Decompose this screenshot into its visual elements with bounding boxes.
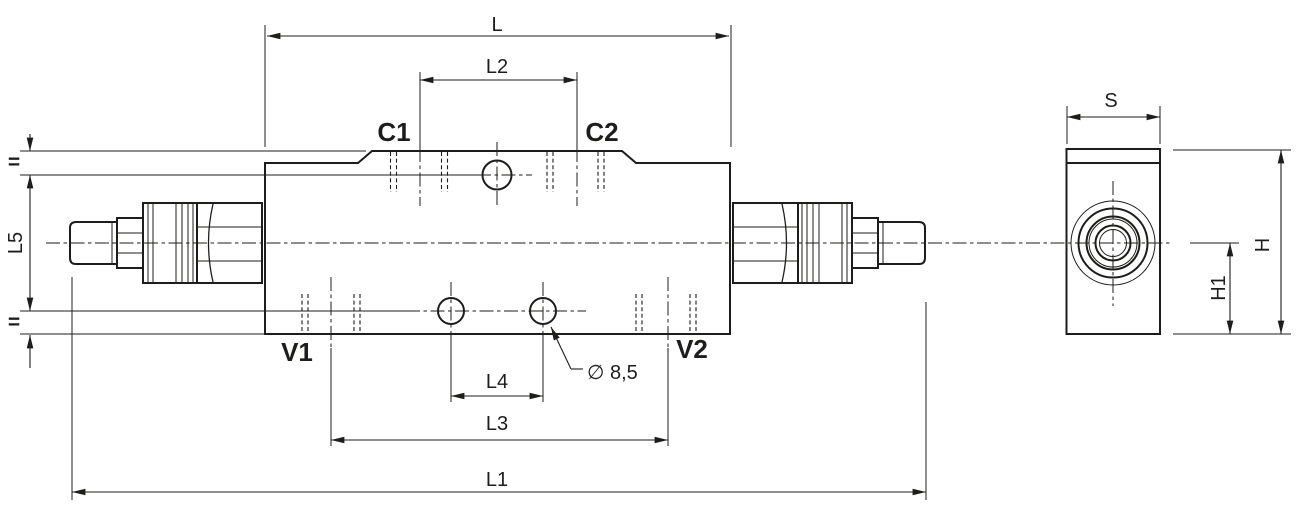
equal-top-symbol: = [8, 151, 20, 174]
v2-hidden-thread-lines [635, 294, 697, 333]
c2-hidden-thread-lines [546, 152, 605, 192]
port-label-c2: C2 [585, 117, 618, 147]
L2-dimension-label: L2 [486, 56, 508, 78]
side-view-body [1065, 148, 1161, 335]
L5-dimension-label: L5 [5, 232, 27, 254]
L1-dimension-label: L1 [486, 469, 508, 491]
right-adjuster-stem [877, 221, 926, 265]
L3-dimension-label: L3 [486, 413, 508, 435]
port-label-c1: C1 [377, 117, 410, 147]
left-adjuster-stem [69, 221, 118, 265]
left-cartridge [69, 202, 263, 284]
side-view [1065, 148, 1161, 335]
right-cartridge [732, 202, 926, 284]
c1-hidden-thread-lines [389, 152, 449, 192]
extension-lines [20, 25, 1291, 500]
L4-dimension-label: L4 [486, 371, 508, 393]
port-label-v2: V2 [676, 334, 708, 364]
equal-bottom-symbol: = [8, 311, 20, 334]
bolt-hole-left [437, 297, 465, 325]
valve-body-outline [264, 150, 731, 335]
port-labels: C1 C2 V1 V2 [281, 117, 708, 367]
right-hex-chamfer-arc [781, 203, 788, 283]
S-dimension-label: S [1104, 90, 1117, 112]
left-cartridge-hex [196, 202, 263, 284]
H1-dimension-label: H1 [1208, 275, 1230, 301]
front-view [69, 150, 926, 335]
dimensions: L L2 L4 L3 L1 = L5 = S H H1 ∅ 8,5 [5, 14, 1285, 496]
L-dimension-label: L [491, 14, 502, 36]
port-label-v1: V1 [281, 337, 313, 367]
right-cartridge-hex [732, 202, 799, 284]
left-hex-chamfer-arc [207, 203, 214, 283]
top-hole [481, 159, 513, 191]
bolt-hole-right [529, 297, 557, 325]
side-view-nut-circles [1070, 200, 1156, 286]
hole-diameter-label: ∅ 8,5 [587, 362, 638, 384]
H-dimension-label: H [1252, 238, 1274, 252]
centerlines [46, 72, 1172, 446]
